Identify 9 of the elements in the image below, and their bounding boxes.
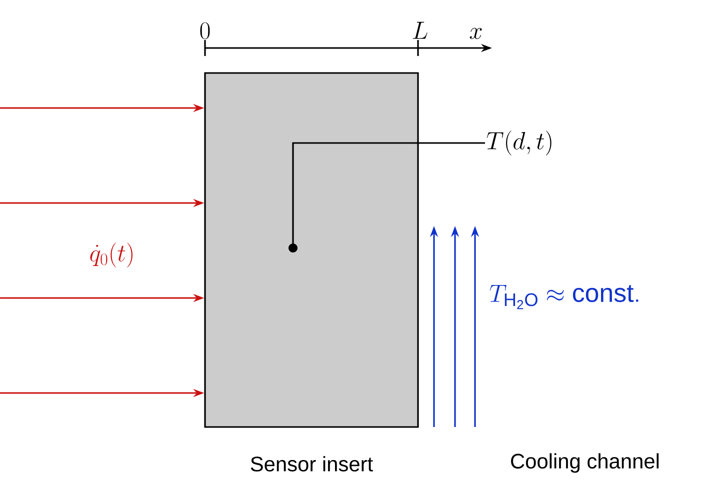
sensor-point — [288, 244, 298, 252]
axis-label: $L$ — [412, 22, 428, 39]
node-label: Sensor insert — [250, 456, 373, 472]
axis-label: $x$ — [470, 28, 482, 40]
heat-flux-label: $\dot{q}_0(t)$ — [90, 242, 132, 268]
coolant-label: $T_{\mathrm{H_2O}} \approx \mathrm{const.}$ — [490, 285, 638, 310]
axis-label: $0$ — [200, 22, 210, 40]
formula-label: $T(d,t)$ — [486, 130, 552, 156]
caption: Cooling channel — [511, 453, 659, 473]
